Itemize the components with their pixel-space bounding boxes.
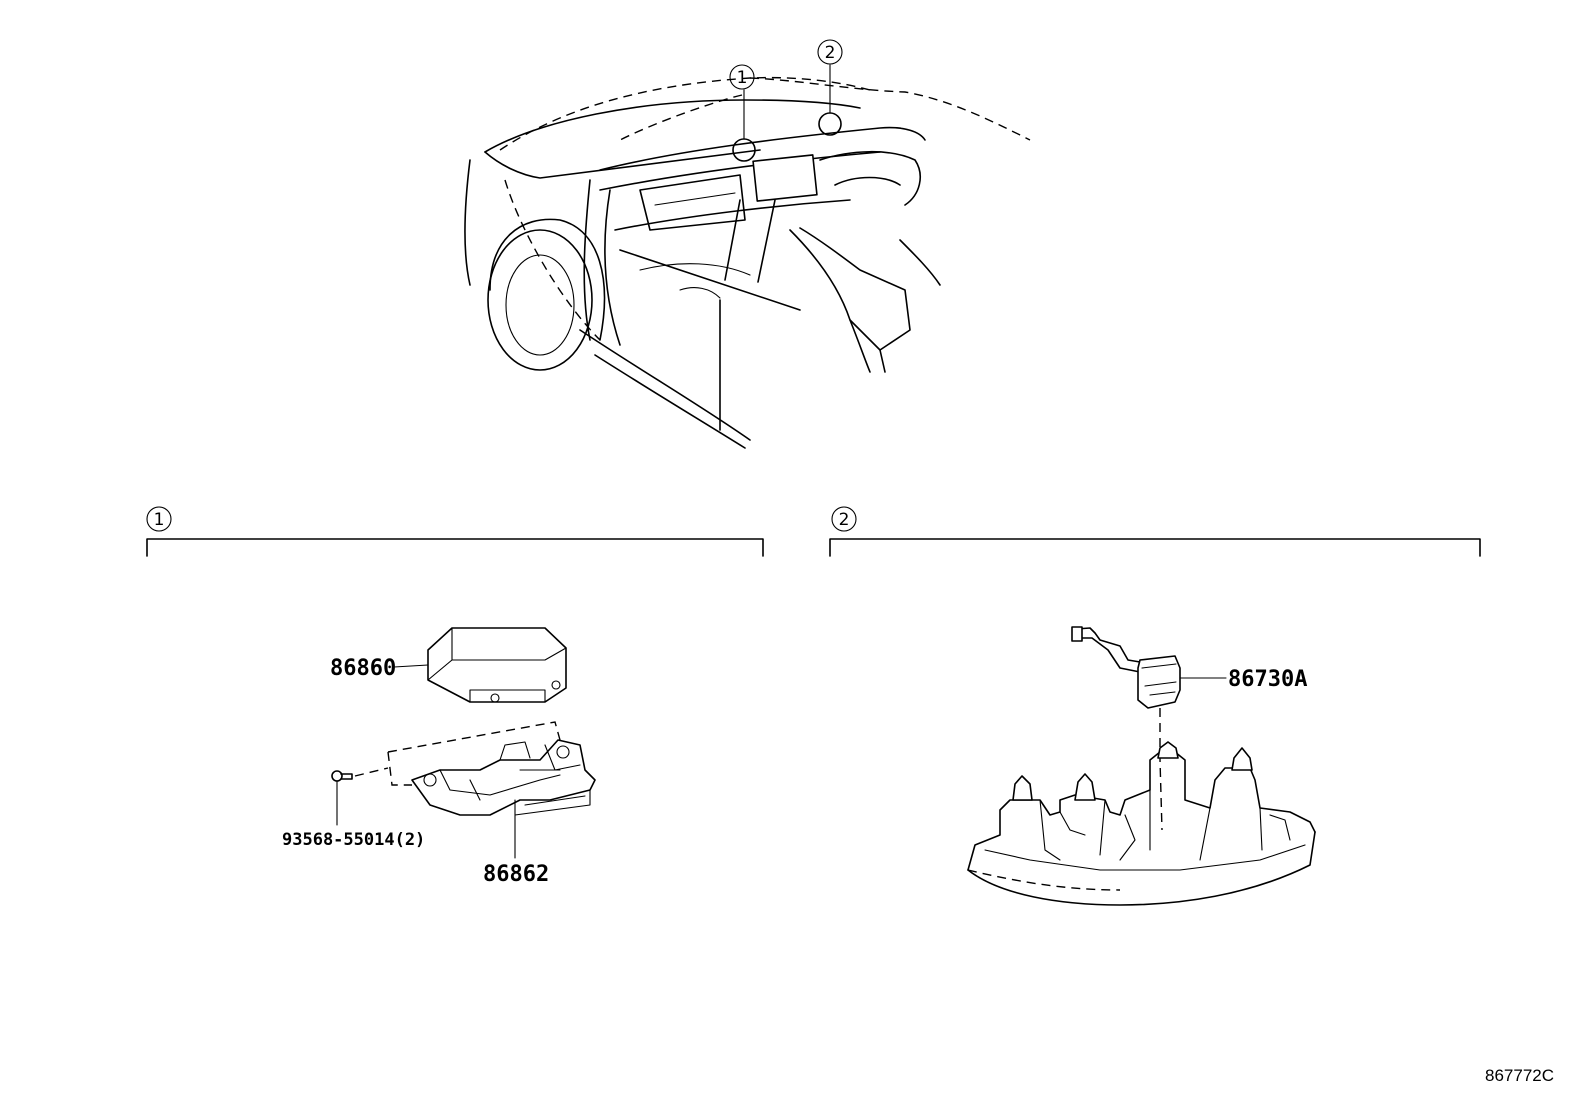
sensor-bracket [411, 739, 596, 816]
overview-callout-1: 1 [737, 68, 748, 88]
camera-module [1071, 626, 1181, 709]
overview-callout-2: 2 [825, 43, 836, 63]
part-label-86730A: 86730A [1228, 667, 1307, 692]
bolt [331, 770, 353, 782]
part-label-86860: 86860 [330, 656, 396, 681]
section-2-bracket [829, 538, 1481, 557]
part-label-86862: 86862 [483, 862, 549, 887]
diagram-id: 867772C [1485, 1066, 1554, 1085]
section-1-bracket [146, 538, 764, 557]
section-1-callout: 1 [154, 510, 165, 530]
airbag-sensor-unit [427, 627, 567, 703]
overhead-console-housing [967, 741, 1316, 906]
section-2-callout: 2 [839, 510, 850, 530]
part-label-93568-55014: 93568-55014(2) [282, 830, 425, 850]
car-interior-illustration [464, 64, 1031, 449]
